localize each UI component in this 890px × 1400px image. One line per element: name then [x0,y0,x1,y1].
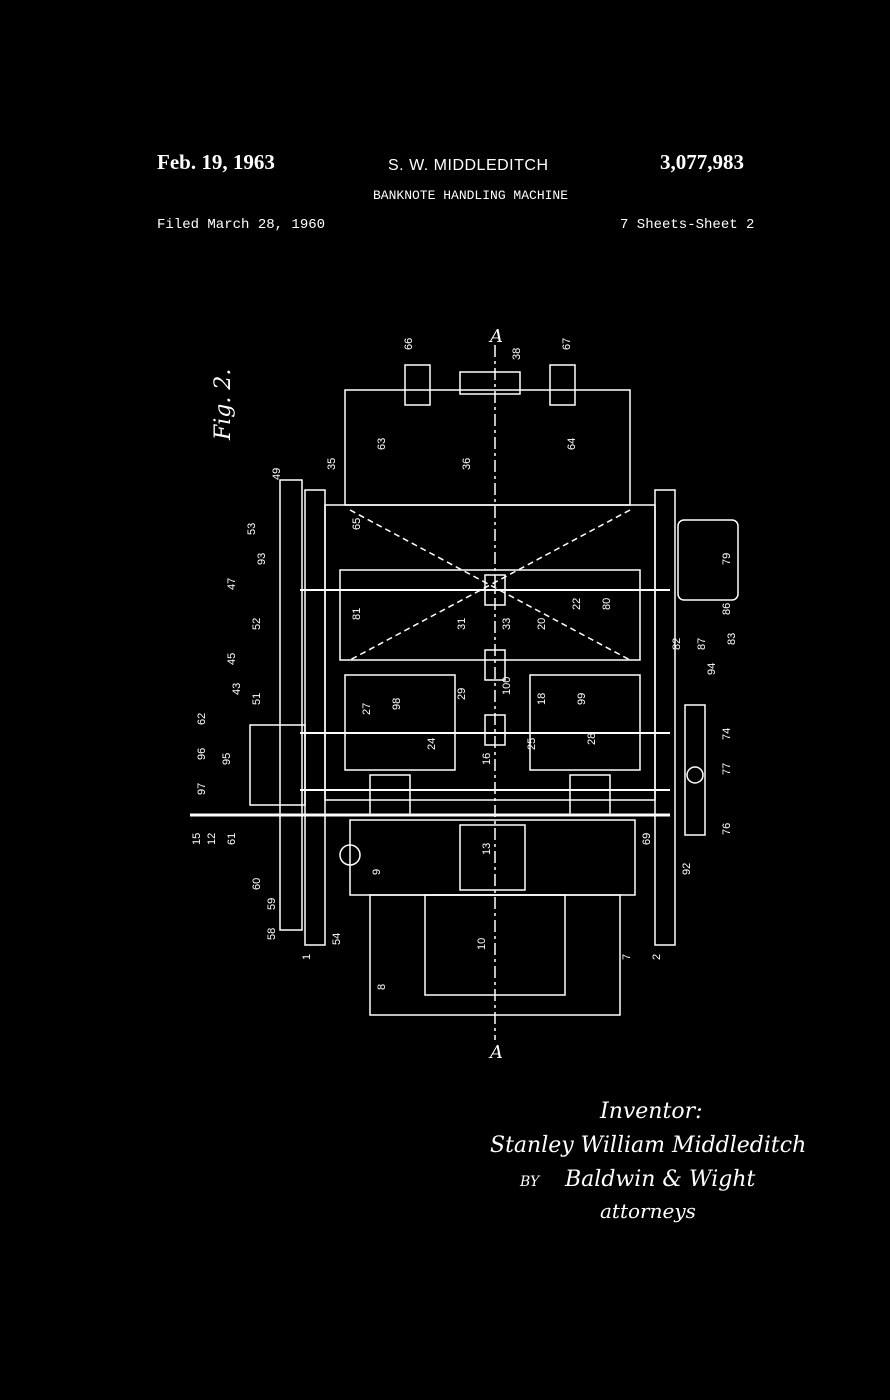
inventor-name: S. W. MIDDLEDITCH [388,157,549,174]
patent-drawing: Fig. 2. A A 66 38 67 63 36 64 35 49 65 53 93 47 52 45… [190,326,739,1063]
reference-numeral: 94 [706,663,718,675]
reference-numeral: 49 [271,468,283,480]
reference-numeral: 13 [481,843,493,855]
reference-numeral: 66 [403,338,415,350]
reference-numeral: 20 [536,618,548,630]
reference-numeral: 98 [391,698,403,710]
reference-numeral: 51 [251,693,263,705]
drawing-motor [677,519,739,601]
reference-numeral: 33 [501,618,513,630]
reference-numeral: 53 [246,523,258,535]
figure-label: Fig. 2. [211,369,236,441]
reference-numeral: 93 [256,553,268,565]
inventor-label: Inventor: [599,1099,703,1124]
reference-numeral: 92 [681,863,693,875]
reference-numeral: 16 [481,753,493,765]
reference-numeral: 58 [266,928,278,940]
reference-numeral: 38 [511,348,523,360]
reference-numeral: 86 [721,603,733,615]
signature-block: Inventor: Stanley William Middleditch BY… [490,1099,806,1223]
patent-title: BANKNOTE HANDLING MACHINE [373,188,569,203]
reference-numeral: 77 [721,763,733,775]
reference-numeral: 45 [226,653,238,665]
reference-numeral: 63 [376,438,388,450]
attorney-signature: Baldwin & Wight [564,1167,756,1192]
reference-numeral: 54 [331,933,343,945]
reference-numeral: 95 [221,753,233,765]
reference-numeral: 62 [196,713,208,725]
reference-numeral: 96 [196,748,208,760]
reference-numeral: 83 [726,633,738,645]
reference-numeral: 18 [536,693,548,705]
section-mark-top: A [488,326,503,347]
drawing-left-side-plate [304,489,326,946]
reference-numeral: 15 [191,833,203,845]
reference-numeral: 22 [571,598,583,610]
reference-numeral: 60 [251,878,263,890]
reference-numeral: 82 [671,638,683,650]
reference-numeral: 59 [266,898,278,910]
reference-numeral: 81 [351,608,363,620]
drawing-right-side-plate [654,489,676,946]
reference-numeral: 52 [251,618,263,630]
reference-numeral: 29 [456,688,468,700]
reference-numeral: 76 [721,823,733,835]
reference-numeral: 61 [226,833,238,845]
reference-numeral: 35 [326,458,338,470]
reference-numeral: 12 [206,833,218,845]
patent-number: 3,077,983 [660,150,744,174]
inventor-signature: Stanley William Middleditch [490,1133,806,1158]
reference-numeral: 2 [651,954,663,960]
reference-numeral: 31 [456,618,468,630]
reference-numeral: 65 [351,518,363,530]
reference-numeral: 67 [561,338,573,350]
reference-numeral: 64 [566,438,578,450]
reference-numeral: 100 [501,677,513,695]
reference-numeral: 10 [476,938,488,950]
reference-numeral: 9 [371,869,383,875]
reference-numeral: 7 [621,954,633,960]
reference-numeral: 24 [426,738,438,750]
sheet-count: 7 Sheets-Sheet 2 [620,217,755,233]
drawing-note-stack [349,819,636,896]
reference-numeral: 97 [196,783,208,795]
reference-numeral: 80 [601,598,613,610]
section-mark-bottom: A [488,1042,503,1063]
reference-numeral: 87 [696,638,708,650]
reference-numeral: 1 [301,954,313,960]
reference-numeral: 69 [641,833,653,845]
drawing-main-frame [324,504,656,801]
reference-numeral: 43 [231,683,243,695]
reference-numeral: 74 [721,728,733,740]
reference-numeral: 25 [526,738,538,750]
reference-numeral: 27 [361,703,373,715]
reference-numeral: 28 [586,733,598,745]
filed-date: Filed March 28, 1960 [157,217,326,233]
reference-numeral: 79 [721,553,733,565]
reference-numeral: 47 [226,578,238,590]
drawing-gear-rack [279,479,303,931]
by-label: BY [519,1174,541,1190]
patent-date: Feb. 19, 1963 [157,150,275,174]
reference-numeral: 8 [376,984,388,990]
attorneys-label: attorneys [600,1199,696,1223]
reference-numeral: 36 [461,458,473,470]
reference-numeral: 99 [576,693,588,705]
